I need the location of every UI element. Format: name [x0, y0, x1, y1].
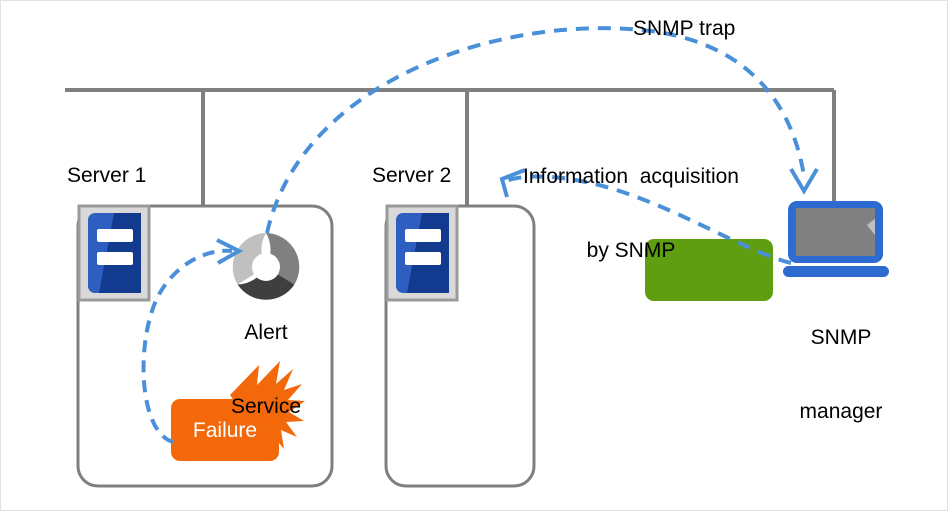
- snmp-manager-label-line1: SNMP: [810, 325, 872, 349]
- snmp-manager-label-line2: manager: [799, 399, 883, 423]
- server-1-label: Server 1: [67, 164, 147, 187]
- snmp-trap-label: SNMP trap: [633, 17, 736, 40]
- network-bus: [65, 88, 836, 207]
- server-icon: [77, 204, 151, 302]
- donut-chart-icon: [232, 233, 300, 300]
- alert-service-label: Alert Service: [206, 271, 326, 469]
- mib-definitions-box[interactable]: [645, 239, 773, 301]
- information-acquisition-label: Information acquisition by SNMP: [501, 115, 761, 313]
- flow-information-acquisition: [499, 168, 792, 265]
- flow-snmp-trap: [265, 26, 819, 234]
- server-2-label: Server 2: [372, 164, 452, 187]
- server-icon: [385, 204, 459, 302]
- flow-failure-to-alert: [141, 238, 244, 444]
- failure-box[interactable]: [171, 399, 279, 461]
- alert-service-label-line1: Alert: [244, 320, 288, 344]
- information-acquisition-label-line2: by SNMP: [586, 238, 676, 262]
- laptop-icon: [783, 201, 889, 277]
- snmp-manager-label: SNMP manager: [786, 276, 896, 474]
- information-acquisition-label-line1: Information acquisition: [523, 164, 739, 188]
- alert-service-label-line2: Service: [230, 394, 302, 418]
